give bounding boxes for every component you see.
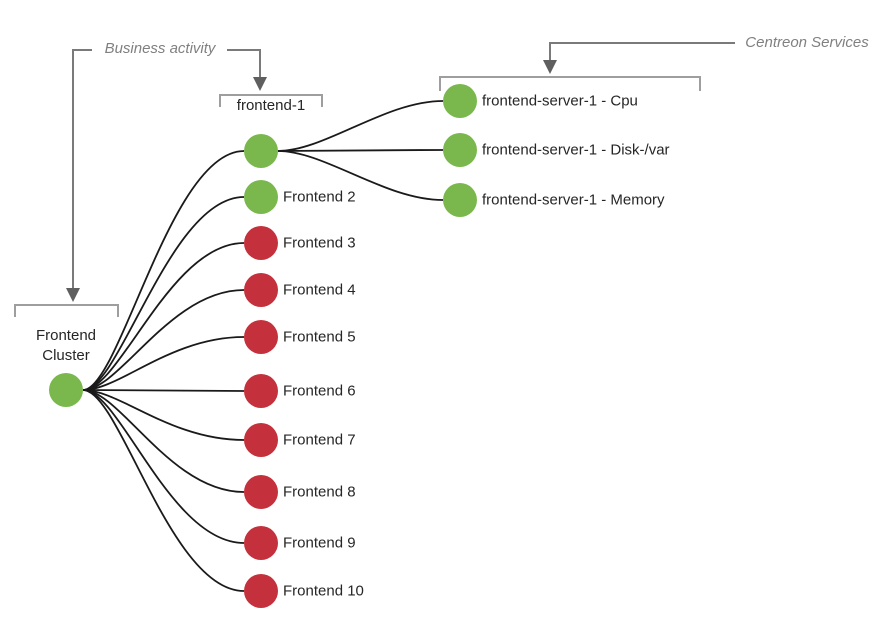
- root-label-frontend-cluster: Frontend Cluster: [35, 327, 97, 364]
- arrowhead-to-cluster-bracket: [66, 288, 80, 302]
- node-label-frontend-5: Frontend 5: [283, 328, 356, 346]
- node-label-frontend-4: Frontend 4: [283, 281, 356, 299]
- annotation-centreon-services: Centreon Services: [745, 34, 869, 51]
- edge-root-frontend-8: [82, 389, 245, 493]
- node-label-frontend-10: Frontend 10: [283, 582, 364, 600]
- node-frontend-2: [244, 180, 278, 214]
- brackets: [14, 76, 701, 317]
- bracket-frontend-1: [219, 94, 323, 107]
- centreon-services-line: [549, 42, 735, 60]
- edge-root-frontend-7: [82, 389, 245, 441]
- node-service-memory: [443, 183, 477, 217]
- callout-arrowheads: [66, 60, 557, 302]
- edge-root-frontend-3: [82, 242, 245, 391]
- edge-root-frontend-1: [82, 150, 245, 391]
- bracket-label-frontend-1: frontend-1: [236, 97, 306, 114]
- service-label-cpu: frontend-server-1 - Cpu: [482, 92, 638, 110]
- arrowhead-to-services-bracket: [543, 60, 557, 74]
- root-edges: [82, 150, 245, 592]
- edge-root-frontend-10: [82, 389, 245, 592]
- bracket-frontend-cluster: [14, 304, 119, 317]
- callout-lines: [72, 42, 735, 288]
- node-frontend-cluster: [49, 373, 83, 407]
- node-label-frontend-2: Frontend 2: [283, 188, 356, 206]
- service-label-disk: frontend-server-1 - Disk-/var: [482, 141, 670, 159]
- node-label-frontend-6: Frontend 6: [283, 382, 356, 400]
- node-frontend-6: [244, 374, 278, 408]
- service-edges: [277, 100, 444, 201]
- node-service-cpu: [443, 84, 477, 118]
- business-activity-line-right: [227, 49, 261, 77]
- node-service-disk: [443, 133, 477, 167]
- node-label-frontend-8: Frontend 8: [283, 483, 356, 501]
- node-frontend-10: [244, 574, 278, 608]
- node-frontend-1: [244, 134, 278, 168]
- edge-frontend1-disk: [277, 149, 444, 152]
- annotation-business-activity: Business activity: [104, 40, 216, 57]
- bracket-services: [439, 76, 701, 91]
- edge-root-frontend-4: [82, 289, 245, 391]
- edge-frontend1-cpu: [277, 100, 444, 152]
- edge-root-frontend-9: [82, 389, 245, 544]
- node-frontend-5: [244, 320, 278, 354]
- node-frontend-4: [244, 273, 278, 307]
- edge-root-frontend-2: [82, 196, 245, 391]
- edge-frontend1-memory: [277, 150, 444, 201]
- node-label-frontend-9: Frontend 9: [283, 534, 356, 552]
- node-label-frontend-7: Frontend 7: [283, 431, 356, 449]
- edge-root-frontend-6: [82, 389, 245, 392]
- node-label-frontend-3: Frontend 3: [283, 234, 356, 252]
- business-activity-line-left: [72, 49, 92, 288]
- node-frontend-7: [244, 423, 278, 457]
- arrowhead-to-frontend1-bracket: [253, 77, 267, 91]
- service-label-memory: frontend-server-1 - Memory: [482, 191, 665, 209]
- node-frontend-3: [244, 226, 278, 260]
- node-frontend-9: [244, 526, 278, 560]
- edge-root-frontend-5: [82, 336, 245, 391]
- node-frontend-8: [244, 475, 278, 509]
